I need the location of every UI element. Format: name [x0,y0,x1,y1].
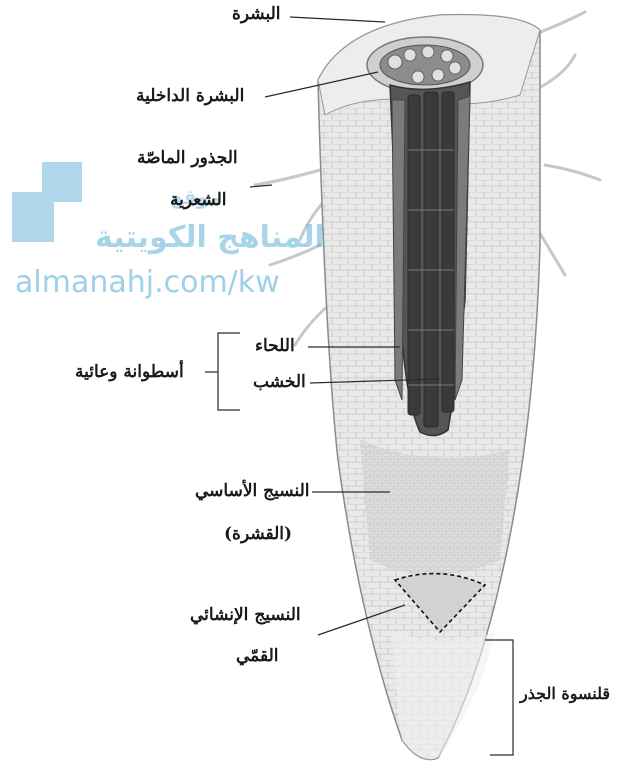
label-root-hairs-2: الشعرية [170,190,227,210]
label-apical-meristem-2: القمّي [236,646,279,666]
label-vascular-cylinder: أسطوانة وعائية [75,362,184,382]
label-xylem: الخشب [253,372,306,392]
xylem-strands [408,92,454,427]
root-cap-region [392,630,495,760]
label-root-hairs-1: الجذور الماصّة [137,148,238,168]
label-apical-meristem-1: النسيج الإنشائي [190,605,301,625]
watermark-arabic: المناهج الكويتية [95,220,325,255]
label-phloem: اللحاء [255,336,295,356]
label-endodermis: البشرة الداخلية [136,86,244,106]
watermark-url: almanahj.com/kw [15,265,280,300]
label-root-cap: قلنسوة الجذر [520,684,610,703]
label-epidermis: البشرة [232,4,281,24]
label-ground-tissue-2: (القشرة) [224,524,292,544]
watermark-logo [12,162,82,242]
label-ground-tissue-1: النسيج الأساسي [195,481,309,501]
